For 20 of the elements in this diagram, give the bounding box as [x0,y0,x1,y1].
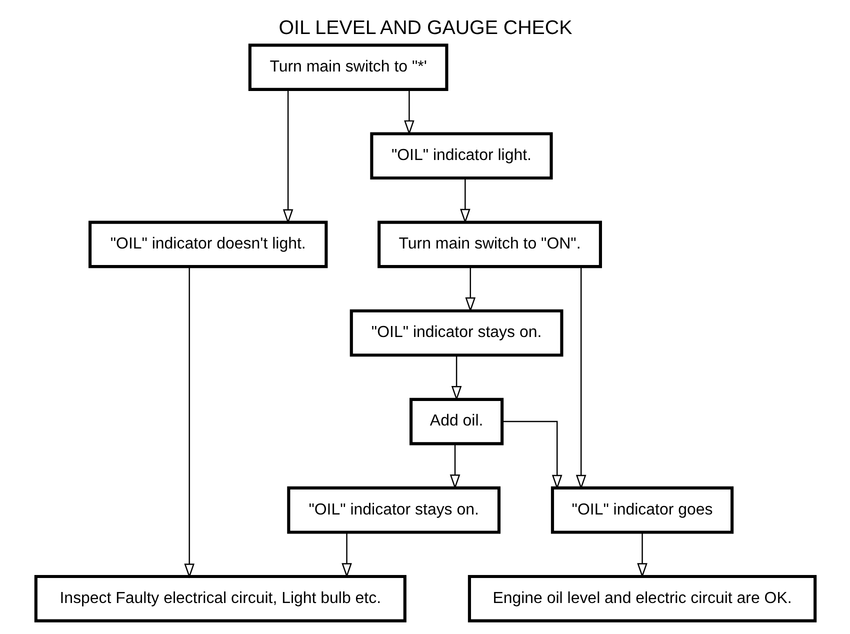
diagram-title: OIL LEVEL AND GAUGE CHECK [278,16,572,39]
arrow [636,532,647,578]
node-box: "OIL" indicator doesn't light. [88,220,328,268]
arrow [282,90,293,224]
arrow [450,355,462,401]
node-box: "OIL" indicator goes [550,486,734,534]
arrow [464,266,476,312]
arrow [460,178,470,224]
arrow [341,532,352,578]
arrow [404,90,414,136]
node-box: Turn main switch to "*' [248,44,448,91]
node-box: Inspect Faulty electrical circuit, Light bulb etc. [34,574,406,622]
node-box: "OIL" indicator stays on. [349,309,563,357]
node-box: Turn main switch to "ON". [377,220,602,268]
node-box: "OIL" indicator light. [370,132,552,180]
arrow [449,444,460,490]
node-box: Engine oil level and electric circuit are OK. [467,574,816,622]
node-box: "OIL" indicator stays on. [286,486,500,534]
arrow [184,266,194,578]
node-box: Add oil. [409,398,504,446]
